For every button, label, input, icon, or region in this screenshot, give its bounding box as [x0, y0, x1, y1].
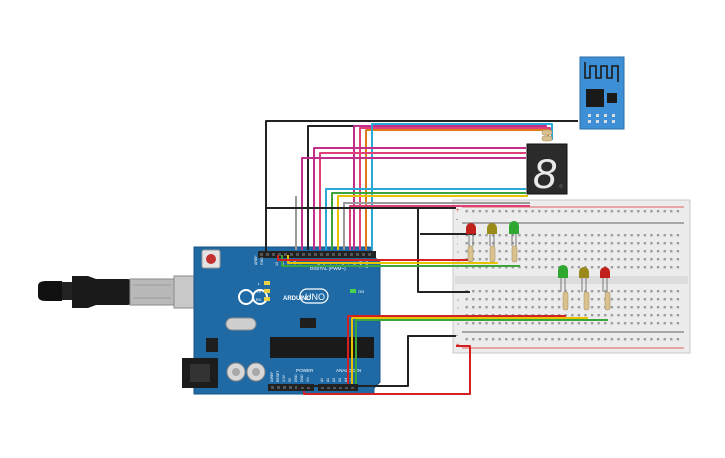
pin-label-a3: A3 [338, 378, 342, 382]
row-letter-i: i [457, 241, 458, 246]
pin-label-a0: A0 [320, 378, 324, 382]
wire-5v-bottom[interactable] [303, 345, 471, 395]
bottom-rail-minus-label: - [456, 333, 458, 339]
led-l-indicator [264, 281, 270, 285]
pin-label-11: ~11 [287, 261, 291, 267]
wire-magenta-display-2[interactable] [301, 157, 526, 250]
led-rx-indicator [264, 297, 270, 301]
pin-label-a4: A4 [344, 378, 348, 382]
wire-black-loop-left[interactable] [417, 207, 470, 293]
icsp-header[interactable] [300, 318, 316, 328]
wire-gnd-bottom[interactable] [297, 335, 456, 391]
led-yellow-top[interactable] [487, 223, 497, 246]
led-on-indicator [350, 289, 356, 293]
pin-label-a1: A1 [326, 378, 330, 382]
breadboard-bottom-terminal-strip[interactable] [464, 288, 682, 328]
reset-button-cap[interactable] [206, 254, 216, 264]
pin-label-aref: AREF [254, 255, 258, 265]
usb-cable[interactable] [38, 275, 209, 309]
wires [265, 120, 608, 395]
wifi-chip [586, 89, 604, 107]
wire-magenta-display[interactable] [313, 147, 526, 250]
board-model-text: UNO [305, 292, 325, 302]
wire-cyan-display[interactable] [325, 188, 526, 250]
pin-label-1: TX 1 [359, 260, 363, 268]
led-group-bottom [558, 265, 611, 311]
pin-label-gnd-2: GND [300, 374, 304, 382]
led-l-label: L [258, 281, 261, 286]
row-letter-h: h [457, 249, 459, 254]
wire-yellow-analog[interactable] [351, 317, 588, 384]
resistor-wifi-2[interactable] [541, 135, 553, 142]
resistor-top-2[interactable] [489, 245, 496, 263]
led-green-top[interactable] [509, 221, 519, 246]
led-green-bottom[interactable] [558, 265, 568, 292]
row-letter-j: j [456, 233, 458, 238]
atmega-chip [270, 337, 374, 358]
analog-header[interactable] [318, 384, 358, 391]
top-rail-plus-label: + [456, 208, 460, 214]
led-rx-label: RX [256, 297, 262, 302]
wire-yellow-display[interactable] [337, 195, 528, 250]
resistor-top-1[interactable] [467, 245, 474, 263]
resistor-wifi-1[interactable] [541, 129, 553, 136]
on-label: ON [358, 289, 364, 294]
top-rail-minus-label: - [456, 217, 458, 223]
row-letter-f: f [457, 265, 459, 270]
wire-green-display[interactable] [331, 192, 526, 250]
crystal-oscillator [225, 317, 257, 331]
resistor-bottom-2[interactable] [583, 291, 590, 311]
pin-label-3v3: 3.3V [282, 374, 286, 382]
wire-red-led[interactable] [277, 255, 470, 261]
row-letter-a: a [457, 321, 460, 326]
row-letter-d: d [457, 297, 459, 302]
flash-chip [607, 93, 617, 103]
led-tx-indicator [264, 289, 270, 293]
pin-label-reset: RESET [276, 371, 280, 382]
wire-green-analog[interactable] [355, 319, 608, 384]
led-group-top [466, 221, 519, 263]
wire-gnd-breadboard-top[interactable] [265, 207, 456, 252]
wire-yellow-led[interactable] [287, 255, 498, 264]
breadboard-top-power-rail[interactable] [464, 210, 682, 218]
display-digit: 8 [533, 150, 557, 197]
pin-label-gnd-1: GND [294, 374, 298, 382]
breadboard-center-channel [455, 276, 688, 284]
resistor-bottom-3[interactable] [604, 291, 611, 311]
led-red-bottom[interactable] [600, 267, 610, 292]
wire-red-analog[interactable] [347, 315, 566, 384]
wire-pink-display-2[interactable] [349, 205, 530, 250]
led-red-top[interactable] [466, 223, 476, 246]
pin-label-5v: 5V [288, 377, 292, 382]
power-section-label: POWER [296, 368, 314, 373]
breadboard[interactable]: + - - + j i h g f e d c b a [452, 199, 691, 354]
row-letter-c: c [457, 305, 459, 310]
led-yellow-bottom[interactable] [579, 267, 589, 292]
led-tx-label: TX [256, 289, 261, 294]
board-logo-text: ARDUINO [283, 296, 311, 302]
pin-label-13: 13 [275, 262, 279, 266]
arduino-uno-board[interactable]: ARDUINO UNO L TX RX ON AREF GND 13 12 ~1… [182, 246, 381, 395]
pin-label-gnd: GND [260, 257, 264, 265]
antenna-trace-icon [584, 62, 619, 82]
pin-label-ioref: IOREF [270, 372, 274, 382]
wire-pink-display[interactable] [319, 152, 526, 250]
pin-label-a2: A2 [332, 378, 336, 382]
pin-label-vin: Vin [306, 377, 310, 382]
esp8266-wifi-module[interactable] [579, 56, 625, 130]
digital-section-label: DIGITAL (PWM~) [310, 266, 346, 271]
resistor-top-3[interactable] [511, 245, 518, 263]
seven-segment-display[interactable]: 8 [526, 143, 568, 197]
voltage-regulator [206, 338, 218, 352]
resistor-bottom-1[interactable] [562, 291, 569, 311]
wire-green-led[interactable] [281, 255, 520, 267]
breadboard-bottom-power-rail[interactable] [464, 336, 682, 344]
decimal-point [559, 184, 563, 188]
wire-gray-display[interactable] [343, 202, 530, 250]
